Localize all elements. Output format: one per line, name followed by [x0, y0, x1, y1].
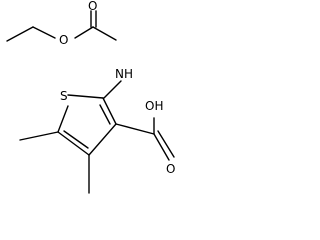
- bond-ethyl-ch2-o: [32, 26, 56, 39]
- bond-c2-c3: [102, 97, 117, 125]
- bond-carbonyl-carbon-n: [92, 26, 117, 41]
- bond-acid-double-b: [157, 130, 175, 158]
- bond-c4-c5: [57, 131, 90, 156]
- bond-c4-c5-inner: [63, 130, 89, 149]
- atom-label-carbonyl-oxygen: O: [88, 0, 97, 13]
- atom-label-ether-oxygen: O: [59, 33, 68, 47]
- bond-c3-acid-carbon: [115, 123, 155, 135]
- bond-acid-double-a: [153, 133, 170, 161]
- bond-n-ring: [103, 80, 122, 99]
- atom-label-acid-oxygen: O: [166, 162, 175, 176]
- bond-c2-c3-inner: [99, 104, 111, 125]
- bond-c5-s: [57, 105, 69, 133]
- bond-c3-c4: [88, 123, 117, 156]
- atom-label-hydroxyl: OH: [145, 99, 163, 113]
- atom-label-nh: NH: [115, 67, 133, 81]
- bond-o-carbonyl-carbon: [74, 26, 94, 39]
- bond-c5-methyl: [19, 131, 59, 141]
- chemical-structure: O O NH S OH O: [6, 0, 175, 194]
- bond-ethyl-ch3-ch2: [6, 26, 34, 42]
- bond-s-c2: [67, 94, 104, 99]
- atom-label-sulfur: S: [60, 89, 68, 103]
